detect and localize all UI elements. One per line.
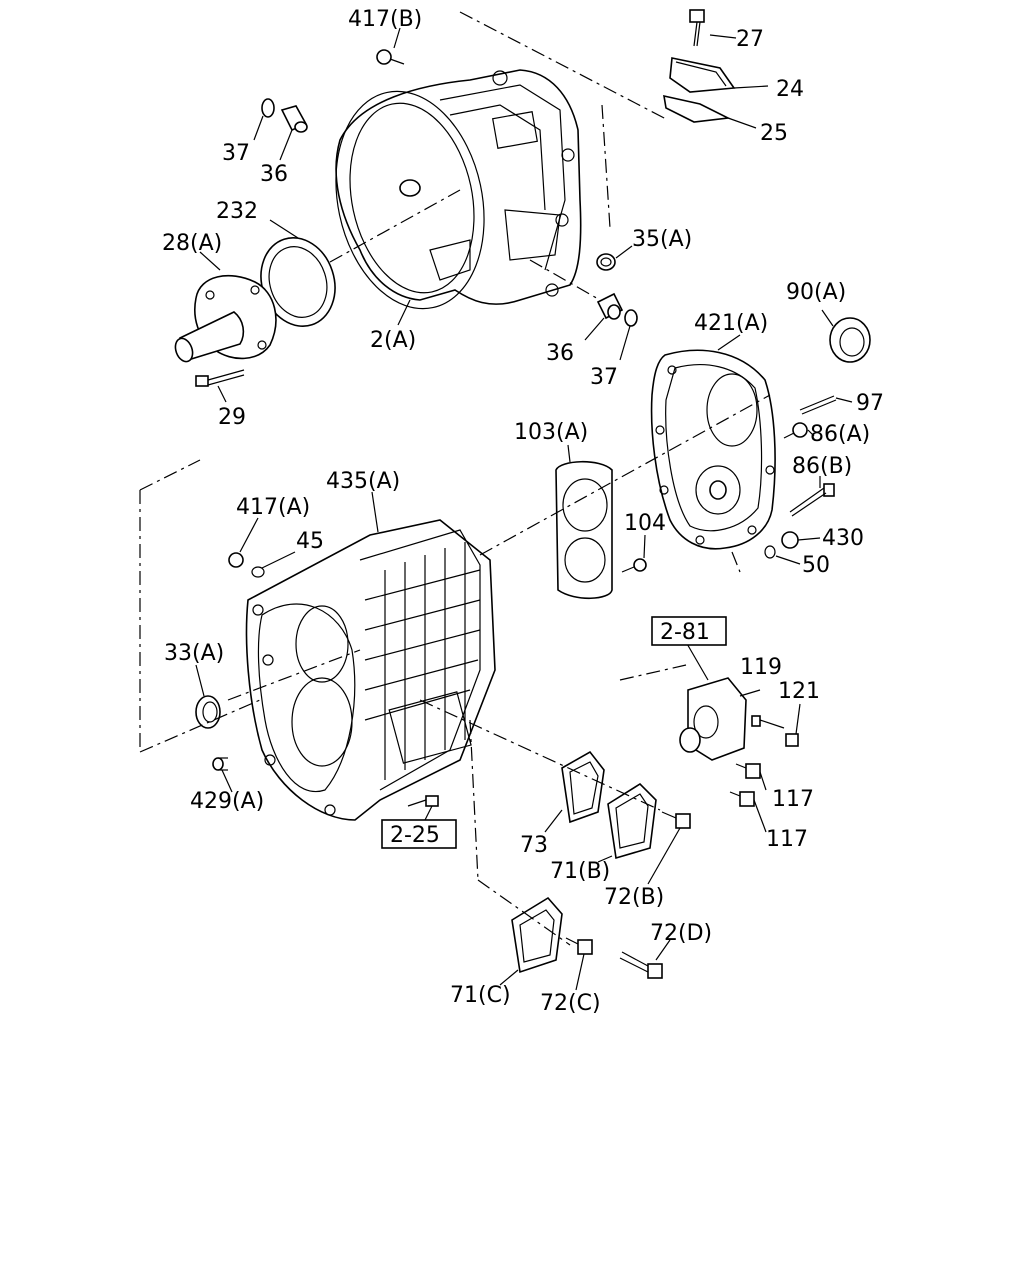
label-421a: 421(A)	[694, 311, 768, 336]
label-435a: 435(A)	[326, 469, 400, 494]
label-429a: 429(A)	[190, 789, 264, 814]
bolt-86a	[783, 422, 808, 439]
bolt-117-upper	[735, 763, 761, 779]
bolt-72d	[619, 951, 663, 979]
gasket-103a	[555, 460, 613, 600]
label-35a: 35(A)	[632, 227, 692, 252]
bolt-72b	[661, 811, 691, 829]
o-ring-50	[764, 545, 776, 559]
label-25: 25	[760, 121, 788, 146]
label-45: 45	[296, 529, 324, 554]
label-121: 121	[778, 679, 820, 704]
pin-429a	[212, 757, 228, 771]
plug-35a	[596, 253, 616, 271]
label-417b: 417(B)	[348, 7, 422, 32]
label-430: 430	[822, 526, 864, 551]
transmission-case-435a	[245, 519, 496, 821]
plug-430	[781, 531, 799, 549]
label-86a: 86(A)	[810, 422, 870, 447]
bolt-117-lower	[729, 791, 755, 807]
cover-24	[669, 57, 736, 93]
part-labels: 417(B) 27 24 25 37 36 232 28(A) 35(A) 2(…	[162, 7, 884, 1016]
bolt-119	[751, 715, 785, 729]
label-104: 104	[624, 511, 666, 536]
label-417a: 417(A)	[236, 495, 310, 520]
label-97: 97	[856, 391, 884, 416]
gasket-25	[663, 94, 731, 123]
seal-37-upper	[261, 98, 275, 118]
label-71b: 71(B)	[550, 859, 610, 884]
bearing-retainer-28a	[174, 275, 277, 363]
cover-71b	[607, 782, 657, 860]
leader-lines	[195, 27, 853, 991]
case-ribs	[364, 542, 481, 780]
label-72b: 72(B)	[604, 885, 664, 910]
label-33a: 33(A)	[164, 641, 224, 666]
nut-121	[785, 733, 799, 747]
bushing-36-upper	[280, 105, 308, 133]
ref-box-2-25[interactable]: 2-25	[381, 819, 457, 849]
gasket-232	[260, 236, 336, 328]
label-117-lower: 117	[766, 827, 808, 852]
label-37-upper: 37	[222, 141, 250, 166]
bolt-29	[195, 369, 245, 387]
label-72d: 72(D)	[650, 921, 712, 946]
label-90a: 90(A)	[786, 280, 846, 305]
label-37-lower: 37	[590, 365, 618, 390]
bushing-36-lower	[596, 292, 624, 320]
gasket-73	[561, 750, 605, 824]
rear-cover-421a	[650, 349, 776, 550]
label-103a: 103(A)	[514, 420, 588, 445]
label-36-upper: 36	[260, 162, 288, 187]
seal-37-lower	[624, 309, 638, 327]
actuator-2-81	[679, 677, 747, 761]
ref-box-2-81[interactable]: 2-81	[651, 616, 727, 646]
washer-45	[251, 566, 265, 578]
stud-97	[799, 395, 837, 415]
label-50: 50	[802, 553, 830, 578]
label-27: 27	[736, 27, 764, 52]
label-117-upper: 117	[772, 787, 814, 812]
bolt-72c	[565, 937, 593, 955]
bolt-2-25	[407, 795, 439, 807]
label-24: 24	[776, 77, 804, 102]
label-232: 232	[216, 199, 258, 224]
cover-71c	[511, 896, 563, 974]
label-29: 29	[218, 405, 246, 430]
oil-seal-33a	[195, 695, 221, 729]
oil-seal-90a	[829, 317, 871, 363]
label-73: 73	[520, 833, 548, 858]
bolt-417b	[376, 49, 405, 65]
label-28a: 28(A)	[162, 231, 222, 256]
label-71c: 71(C)	[450, 983, 511, 1008]
ref-label-2-25: 2-25	[390, 823, 440, 848]
bolt-104	[621, 558, 647, 573]
label-72c: 72(C)	[540, 991, 601, 1016]
label-86b: 86(B)	[792, 454, 852, 479]
label-119: 119	[740, 655, 782, 680]
bolt-27	[689, 9, 705, 47]
center-lines	[139, 11, 771, 946]
bolt-86b	[789, 483, 835, 517]
ref-label-2-81: 2-81	[660, 620, 710, 645]
label-2a: 2(A)	[370, 328, 416, 353]
label-36-lower: 36	[546, 341, 574, 366]
bolt-417a	[228, 552, 244, 568]
clutch-housing-2a	[335, 69, 582, 310]
